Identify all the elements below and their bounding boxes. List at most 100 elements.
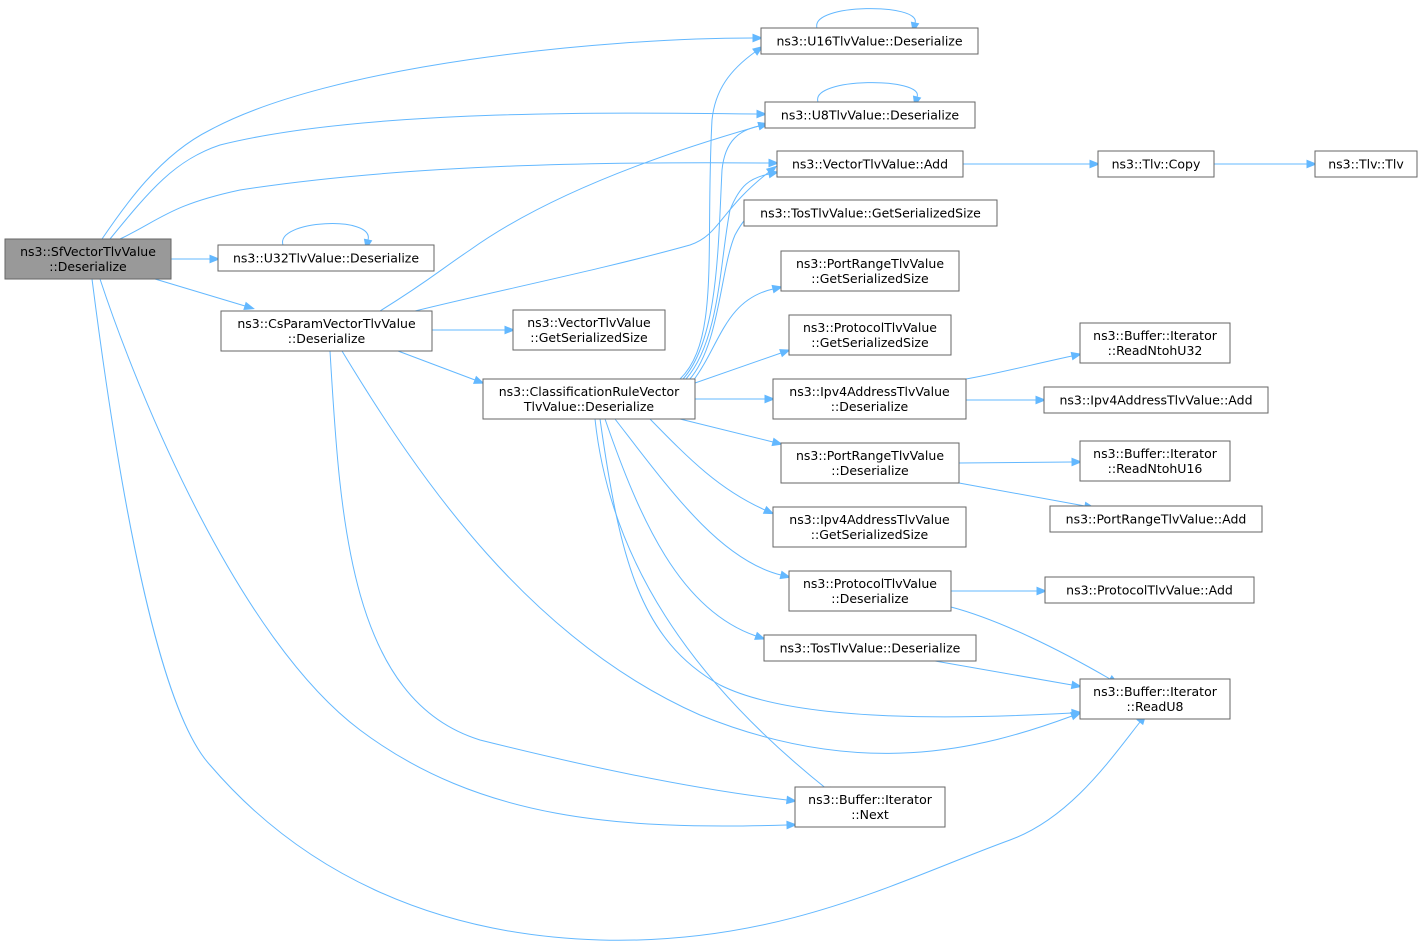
edge-root-to-u16 (101, 33, 764, 240)
edge-csparam-to-class (397, 350, 485, 384)
node-box (772, 506, 967, 548)
node-ipv4d[interactable]: ns3::Ipv4AddressTlvValue::Deserialize (772, 378, 967, 420)
arrowhead-class-to-prd (771, 437, 784, 447)
node-label: ns3::ProtocolTlvValue::Add (1066, 583, 1233, 598)
edge-line (119, 162, 770, 240)
edge-line (692, 288, 774, 382)
arrowhead-class-to-u16 (752, 45, 764, 56)
arrowhead-root-to-u8 (756, 109, 768, 119)
node-label: ::GetSerializedSize (811, 335, 929, 350)
edge-line (109, 112, 758, 240)
node-box (220, 310, 433, 352)
node-rn32[interactable]: ns3::Buffer::Iterator::ReadNtohU32 (1079, 322, 1231, 364)
node-tosd[interactable]: ns3::TosTlvValue::Deserialize (763, 634, 977, 662)
node-label: ::GetSerializedSize (811, 271, 929, 286)
edge-line (682, 125, 760, 380)
edge-class-to-prd (679, 418, 784, 447)
node-label: ns3::Ipv4AddressTlvValue (789, 384, 950, 399)
node-ru8[interactable]: ns3::Buffer::Iterator::ReadU8 (1079, 678, 1231, 720)
edge-line (816, 8, 916, 29)
arrowhead-class-to-vadd (767, 169, 780, 179)
node-box (788, 570, 952, 612)
node-label: ns3::Buffer::Iterator (1093, 446, 1218, 461)
node-class[interactable]: ns3::ClassificationRuleVectorTlvValue::D… (482, 378, 696, 420)
edge-line (679, 51, 756, 380)
node-label: ns3::U32TlvValue::Deserialize (233, 251, 419, 266)
node-box (1079, 322, 1231, 364)
edge-class-to-ru8 (599, 418, 1083, 718)
node-label: ns3::TosTlvValue::GetSerializedSize (760, 206, 981, 221)
node-vadd[interactable]: ns3::VectorTlvValue::Add (776, 150, 964, 178)
node-tlv[interactable]: ns3::Tlv::Tlv (1314, 150, 1418, 178)
node-box (772, 378, 967, 420)
arrowhead-protd-to-protadd (1036, 586, 1048, 596)
edge-line (329, 350, 788, 801)
arrowhead-prd-to-rn16 (1071, 457, 1083, 467)
node-ipv4add[interactable]: ns3::Ipv4AddressTlvValue::Add (1043, 386, 1269, 414)
node-label: ns3::VectorTlvValue::Add (792, 157, 948, 172)
node-label: ns3::ClassificationRuleVector (499, 384, 680, 399)
node-label: ::Deserialize (831, 463, 909, 478)
node-u16[interactable]: ns3::U16TlvValue::Deserialize (760, 27, 979, 55)
arrowhead-root-to-u32 (209, 254, 221, 264)
arrowhead-root-to-next (786, 820, 798, 830)
node-vsz[interactable]: ns3::VectorTlvValue::GetSerializedSize (512, 309, 666, 351)
edge-root-to-u32 (171, 254, 221, 264)
node-copy[interactable]: ns3::Tlv::Copy (1097, 150, 1215, 178)
edge-root-to-next (99, 278, 798, 830)
node-box (788, 314, 952, 356)
edge-class-to-protd (614, 418, 792, 580)
node-box (1049, 505, 1263, 533)
edge-line (99, 278, 788, 827)
node-rn16[interactable]: ns3::Buffer::Iterator::ReadNtohU16 (1079, 440, 1231, 482)
node-next[interactable]: ns3::Buffer::Iterator::Next (794, 786, 946, 828)
arrowhead-class-to-tosd (754, 631, 766, 640)
edge-line (649, 418, 766, 511)
arrowhead-class-to-ru8 (1071, 708, 1083, 718)
node-tossz[interactable]: ns3::TosTlvValue::GetSerializedSize (743, 199, 998, 227)
node-protadd[interactable]: ns3::ProtocolTlvValue::Add (1044, 576, 1255, 604)
node-box (1079, 678, 1231, 720)
node-label: ::ReadNtohU32 (1108, 343, 1203, 358)
node-label: ns3::Tlv::Copy (1112, 157, 1201, 172)
edge-line (154, 278, 246, 307)
edge-line (341, 350, 1073, 754)
node-label: ::Next (851, 807, 889, 822)
node-prd[interactable]: ns3::PortRangeTlvValue::Deserialize (780, 442, 960, 484)
arrowhead-ipv4d-to-rn32 (1070, 351, 1083, 361)
arrowhead-ipv4d-to-ipv4add (1035, 395, 1047, 405)
node-u8[interactable]: ns3::U8TlvValue::Deserialize (764, 101, 976, 129)
edge-class-to-prsz (692, 284, 784, 382)
node-u32[interactable]: ns3::U32TlvValue::Deserialize (217, 244, 435, 272)
node-prsz[interactable]: ns3::PortRangeTlvValue::GetSerializedSiz… (780, 250, 960, 292)
arrowhead-tosd-to-ru8 (1070, 680, 1083, 690)
node-root[interactable]: ns3::SfVectorTlvValue::Deserialize (4, 238, 172, 280)
node-pradd[interactable]: ns3::PortRangeTlvValue::Add (1049, 505, 1263, 533)
edges-layer (91, 8, 1318, 941)
edge-line (594, 418, 829, 791)
node-label: ::GetSerializedSize (811, 527, 929, 542)
node-ipv4sz[interactable]: ns3::Ipv4AddressTlvValue::GetSerializedS… (772, 506, 967, 548)
edge-class-to-u8 (682, 121, 770, 380)
node-label: ns3::CsParamVectorTlvValue (237, 316, 416, 331)
node-label: ns3::Buffer::Iterator (1093, 684, 1218, 699)
edge-line (685, 173, 770, 380)
arrowhead-class-to-prsz (771, 284, 784, 294)
node-protd[interactable]: ns3::ProtocolTlvValue::Deserialize (788, 570, 952, 612)
edge-line (958, 461, 1073, 464)
edge-ipv4d-to-ipv4add (966, 395, 1047, 405)
node-label: ::Deserialize (831, 591, 909, 606)
node-csparam[interactable]: ns3::CsParamVectorTlvValue::Deserialize (220, 310, 433, 352)
edge-line (958, 482, 1086, 507)
node-label: ns3::Buffer::Iterator (1093, 328, 1218, 343)
node-box (1043, 386, 1269, 414)
node-box (780, 442, 960, 484)
edge-line (688, 209, 757, 381)
edge-line (379, 125, 760, 312)
node-label: ::Deserialize (288, 331, 366, 346)
edge-line (965, 355, 1073, 380)
node-box (1097, 150, 1215, 178)
arrowhead-class-to-protd (779, 570, 792, 580)
edge-line (604, 418, 757, 637)
node-protsz[interactable]: ns3::ProtocolTlvValue::GetSerializedSize (788, 314, 952, 356)
